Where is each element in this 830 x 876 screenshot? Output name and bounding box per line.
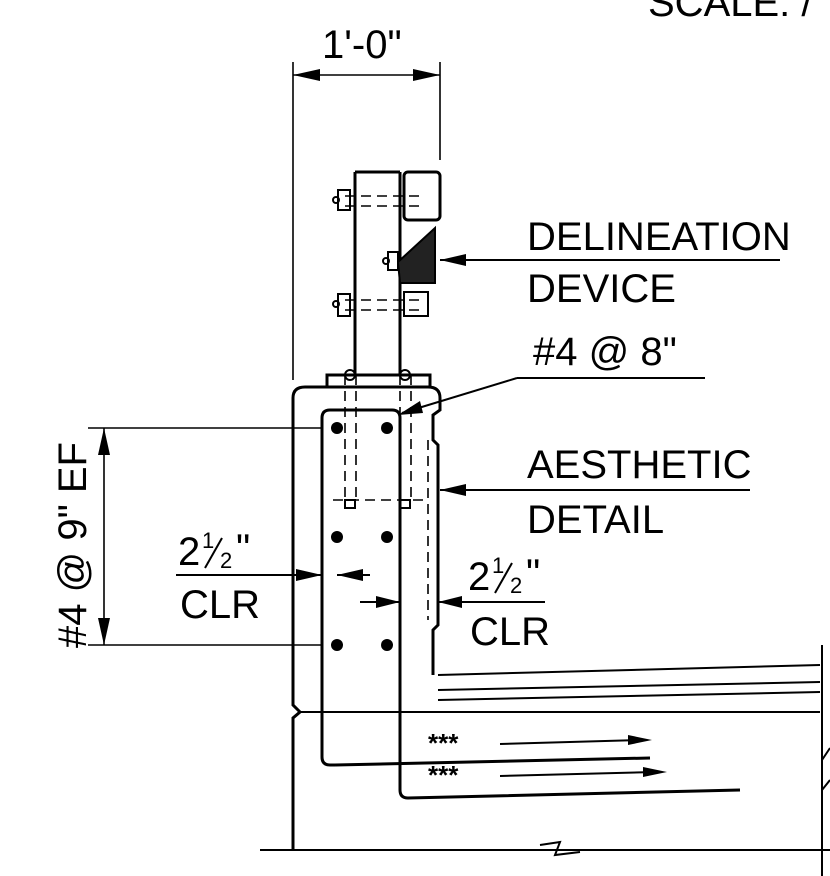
anchor-bolts (333, 375, 423, 509)
clear-left-label: CLR (180, 583, 260, 627)
clear-right-whole: 2 (468, 555, 490, 599)
extension-mark-1: *** (428, 728, 459, 758)
clear-right-den: 2 (510, 573, 522, 598)
stirrup-rebar (320, 408, 741, 800)
clear-cover-right: 2 1 2 " CLR (360, 552, 550, 654)
bar-extension-1: *** (428, 728, 652, 758)
aesthetic-label-line2: DETAIL (527, 498, 664, 542)
delineation-label-line1: DELINEATION (527, 215, 791, 259)
clear-left-den: 2 (220, 548, 232, 573)
rebar-top-label: #4 @ 8" (533, 330, 677, 374)
scale-label: SCALE: / (648, 0, 813, 25)
callout-delineation: DELINEATION DEVICE (440, 215, 791, 311)
concrete-parapet (291, 385, 442, 850)
clear-right-inch: " (526, 552, 540, 596)
width-dimension-text: 1'-0" (322, 23, 402, 67)
clear-left-whole: 2 (178, 530, 200, 574)
aesthetic-label-line1: AESTHETIC (527, 443, 751, 487)
callout-rebar-top: #4 @ 8" (398, 330, 705, 415)
clear-left-inch: " (236, 527, 250, 571)
delineation-label-line2: DEVICE (527, 267, 676, 311)
width-dimension: 1'-0" (292, 23, 441, 380)
clear-cover-left: 2 1 2 " CLR (176, 527, 370, 627)
vertical-spacing-dimension: #4 @ 9" EF (51, 427, 322, 648)
rebar-vertical-label: #4 @ 9" EF (51, 442, 95, 648)
clear-right-num: 1 (492, 553, 504, 578)
deck-slab (260, 645, 830, 876)
delineation-device (396, 225, 436, 284)
bar-extension-2: *** (428, 760, 667, 790)
longitudinal-bars (331, 422, 393, 651)
callout-aesthetic: AESTHETIC DETAIL (440, 443, 751, 542)
extension-mark-2: *** (428, 760, 459, 790)
clear-left-num: 1 (202, 528, 214, 553)
clear-right-label: CLR (470, 610, 550, 654)
